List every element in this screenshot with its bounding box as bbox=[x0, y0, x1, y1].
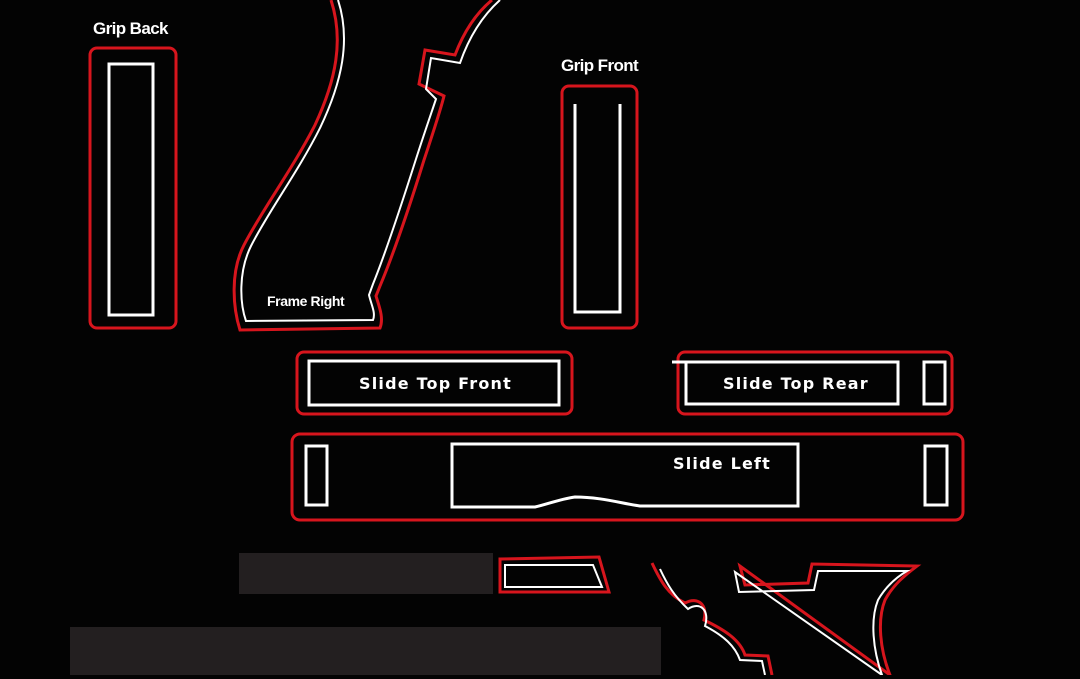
redaction-block-lower bbox=[70, 627, 661, 675]
slide-top-front-red-outline bbox=[295, 350, 574, 416]
grip-back-piece bbox=[88, 46, 178, 330]
slide-top-rear-label: Slide Top Rear bbox=[723, 374, 869, 393]
slide-top-rear-red-outline bbox=[676, 350, 954, 416]
small-slanted-piece bbox=[498, 555, 611, 594]
grip-back-white-outline bbox=[107, 62, 155, 317]
grip-front-red-outline bbox=[560, 84, 639, 330]
slide-top-rear-white-outline bbox=[672, 360, 900, 406]
slide-left-white-outline bbox=[450, 442, 800, 509]
slide-top-rear-piece bbox=[672, 350, 954, 416]
slide-left-piece bbox=[290, 432, 965, 522]
slide-top-rear-tab-outline bbox=[922, 360, 947, 406]
frame-right-red-outline bbox=[232, 0, 493, 332]
frame-right-label: Frame Right bbox=[267, 293, 345, 309]
frame-left-red-outline bbox=[650, 562, 922, 679]
small-piece-red-outline bbox=[498, 555, 611, 594]
frame-right-piece bbox=[232, 0, 501, 332]
grip-back-label: Grip Back bbox=[93, 19, 169, 38]
slide-left-red-outline bbox=[290, 432, 965, 522]
redaction-block-upper bbox=[239, 553, 493, 594]
grip-front-label: Grip Front bbox=[561, 56, 639, 75]
frame-left-white-outline bbox=[659, 568, 911, 678]
slide-top-front-label: Slide Top Front bbox=[359, 374, 512, 393]
slide-left-label: Slide Left bbox=[673, 454, 772, 473]
slide-top-front-piece bbox=[295, 350, 574, 416]
slide-left-front-tab-outline bbox=[304, 444, 329, 507]
slide-top-front-white-outline bbox=[307, 359, 561, 407]
grip-front-piece bbox=[560, 84, 639, 330]
grip-back-red-outline bbox=[88, 46, 178, 330]
frame-right-white-outline bbox=[240, 0, 501, 323]
small-piece-white-outline bbox=[504, 564, 604, 588]
slide-left-rear-tab-outline bbox=[923, 444, 949, 507]
grip-front-white-outline bbox=[573, 104, 622, 314]
frame-left-piece bbox=[650, 562, 922, 679]
